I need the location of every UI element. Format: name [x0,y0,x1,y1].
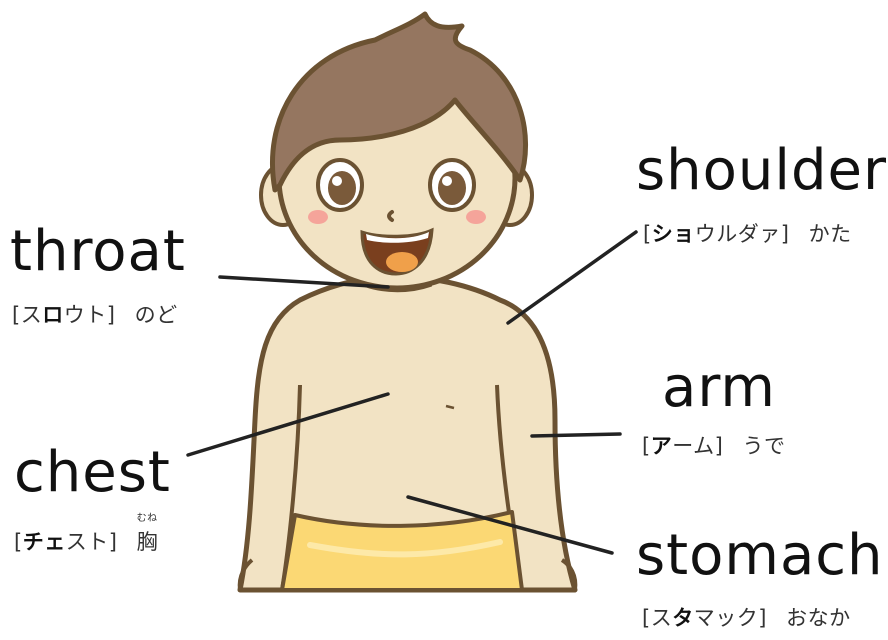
meaning-chest-wrap: むね 胸 [136,514,159,554]
pointer-throat [218,275,390,289]
kana-shoulder-pre: [ [643,222,652,246]
kana-arm-pre: [ [642,434,651,458]
kana-arm: [アーム] うで [642,436,785,457]
word-stomach: stomach [636,523,884,588]
furigana-chest: むね [136,513,158,524]
kana-throat-stress: ロ [42,303,64,327]
kana-shoulder-stress: ショ [651,222,695,246]
pointer-arm [530,432,622,438]
pointer-shoulder [506,230,638,325]
label-throat: throat [10,224,186,280]
tongue [386,252,418,272]
meaning-arm: うで [742,434,786,458]
kana-arm-stress: ア [650,434,673,458]
right-cheek [466,210,486,224]
word-shoulder: shoulder [636,138,888,203]
kana-chest-pre: [ [14,530,23,554]
kana-arm-post: ーム] [672,434,724,458]
label-arm: arm [662,360,776,416]
label-chest: chest [14,445,171,501]
left-eye [316,158,364,212]
teeth [366,232,429,243]
label-shoulder: shoulder [636,143,887,199]
kana-stomach: [スタマック] おなか [642,608,851,629]
nipple-right [445,404,455,410]
word-throat: throat [10,219,186,284]
word-chest: chest [14,440,171,505]
kana-stomach-stress: タ [672,606,694,630]
kana-chest-stress: チェ [22,530,66,554]
kana-shoulder: [ショウルダァ] かた [643,224,852,245]
kana-throat-pre: [ス [12,303,43,327]
kana-chest-post: スト] [65,530,118,554]
shorts-highlight [307,539,503,558]
left-cheek [308,210,328,224]
meaning-shoulder: かた [808,222,852,246]
meaning-chest: 胸 [136,530,159,554]
meaning-stomach: おなか [786,606,851,630]
pointer-chest [186,392,390,457]
kana-chest: [チェスト] むね 胸 [14,514,159,554]
kana-shoulder-post: ウルダァ] [694,222,790,246]
kana-throat: [スロウト] のど [12,305,178,326]
kana-stomach-pre: [ス [642,606,673,630]
left-hand [237,558,254,591]
word-arm: arm [662,355,776,420]
nose [387,210,394,222]
label-stomach: stomach [636,528,884,584]
kana-stomach-post: マック] [693,606,767,630]
right-eye [428,158,476,212]
pointer-stomach [406,495,614,555]
meaning-throat: のど [134,303,178,327]
kana-throat-post: ウト] [63,303,116,327]
hair [269,11,529,193]
right-hand [560,558,578,591]
shorts [280,510,524,592]
